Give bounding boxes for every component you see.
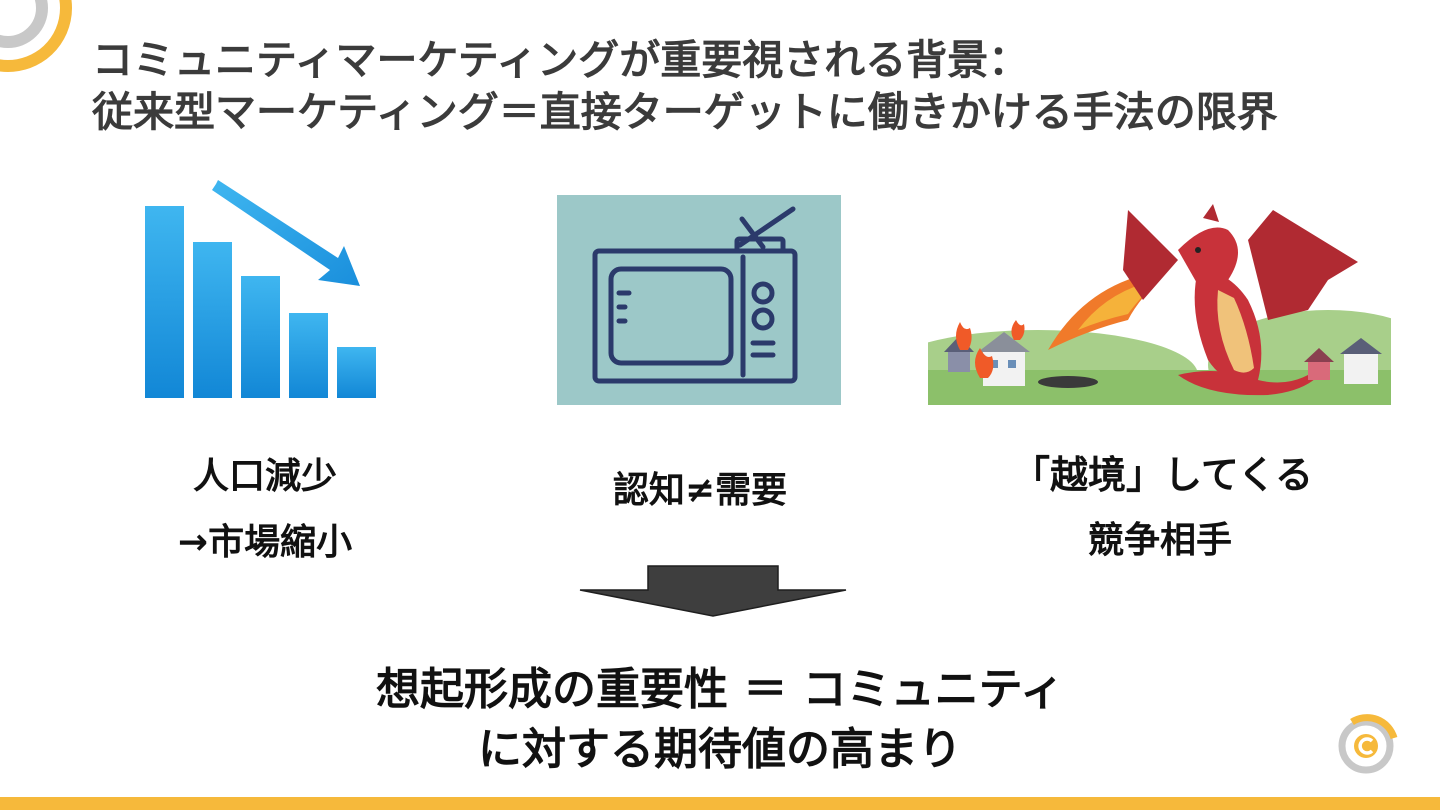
- caption-market-shrink: →市場縮小: [177, 522, 353, 563]
- caption-cross-border: 「越境」してくる: [1012, 453, 1313, 497]
- conclusion-line-2: に対する期待値の高まり: [478, 724, 962, 775]
- conclusion-line-1: 想起形成の重要性 ＝ コミュニティ: [376, 664, 1064, 715]
- declining-bar-chart-icon: [145, 180, 376, 398]
- down-arrow-icon: [579, 565, 847, 617]
- brand-logo-icon: [1338, 714, 1398, 774]
- corner-logo-icon: [0, 0, 72, 72]
- caption-awareness-not-demand: 認知≠需要: [612, 470, 788, 511]
- slide-title: コミュニティマーケティングが重要視される背景： 従来型マーケティング＝直接ターゲ…: [92, 34, 1278, 138]
- caption-competitors: 競争相手: [1087, 520, 1232, 561]
- title-line-2: 従来型マーケティング＝直接ターゲットに働きかける手法の限界: [92, 88, 1278, 136]
- title-line-1: コミュニティマーケティングが重要視される背景：: [92, 36, 1030, 84]
- conclusion-text: 想起形成の重要性 ＝ コミュニティ に対する期待値の高まり: [200, 660, 1240, 780]
- bottom-accent-bar: [0, 797, 1440, 810]
- caption-population-decline: 人口減少: [192, 456, 337, 497]
- television-icon: [557, 195, 841, 405]
- dragon-attacking-town-icon: [928, 204, 1391, 405]
